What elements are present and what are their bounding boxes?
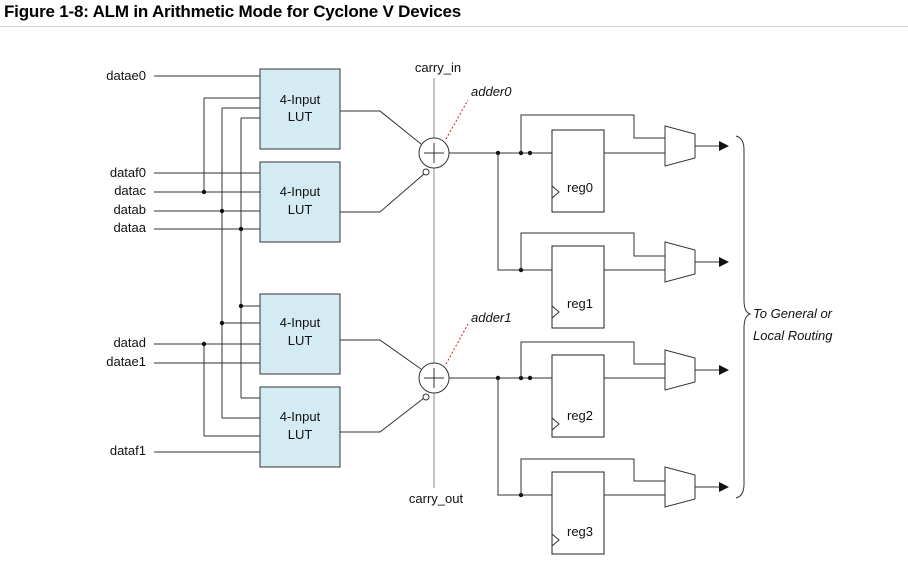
lut-2-line1: 4-Input: [280, 315, 321, 330]
lut-0: 4-Input LUT: [259, 68, 341, 150]
lut-1: 4-Input LUT: [259, 161, 341, 243]
input-label-dataf1: dataf1: [110, 443, 146, 458]
input-label-datac: datac: [114, 183, 146, 198]
adder-1-output-network: [449, 341, 665, 498]
input-label-dataa: dataa: [113, 220, 146, 235]
lut-2: 4-Input LUT: [259, 293, 341, 375]
adder0-label: adder0: [471, 84, 512, 99]
lut-to-adder-wires: [340, 110, 425, 433]
input-label-datad: datad: [113, 335, 146, 350]
adder-0-invert-bubble: [422, 168, 430, 176]
adder-0-output-network: [449, 114, 665, 273]
register-3-label: reg3: [567, 524, 593, 539]
input-label-datae1: datae1: [106, 354, 146, 369]
lut-0-line1: 4-Input: [280, 92, 321, 107]
routing-brace: [735, 135, 752, 499]
mux-0: [664, 125, 729, 167]
register-0: reg0: [551, 129, 605, 213]
register-3: reg3: [551, 471, 605, 555]
lut-3-line2: LUT: [288, 427, 313, 442]
register-2: reg2: [551, 354, 605, 438]
lut-2-line2: LUT: [288, 333, 313, 348]
register-1: reg1: [551, 245, 605, 329]
lut-0-line2: LUT: [288, 109, 313, 124]
lut-3-line1: 4-Input: [280, 409, 321, 424]
carry-in-label: carry_in: [415, 60, 461, 75]
mux-1: [664, 241, 729, 283]
register-0-label: reg0: [567, 180, 593, 195]
adder1-label: adder1: [471, 310, 511, 325]
carry-out-label: carry_out: [409, 491, 464, 506]
routing-label-line2: Local Routing: [753, 328, 833, 343]
shared-input-bus: [201, 97, 260, 437]
input-label-datae0: datae0: [106, 68, 146, 83]
adder0-leader: [445, 99, 469, 140]
lut-1-line1: 4-Input: [280, 184, 321, 199]
input-label-datab: datab: [113, 202, 146, 217]
figure-title: Figure 1-8: ALM in Arithmetic Mode for C…: [4, 2, 462, 21]
adder-1-invert-bubble: [422, 393, 430, 401]
input-wires: [154, 75, 260, 453]
lut-1-line2: LUT: [288, 202, 313, 217]
adder-0: [418, 137, 450, 176]
register-1-label: reg1: [567, 296, 593, 311]
mux-2: [664, 349, 729, 391]
routing-label-line1: To General or: [753, 306, 833, 321]
register-2-label: reg2: [567, 408, 593, 423]
lut-3: 4-Input LUT: [259, 386, 341, 468]
mux-3: [664, 466, 729, 508]
adder1-leader: [445, 323, 469, 365]
input-label-dataf0: dataf0: [110, 165, 146, 180]
title-divider: [0, 26, 908, 27]
